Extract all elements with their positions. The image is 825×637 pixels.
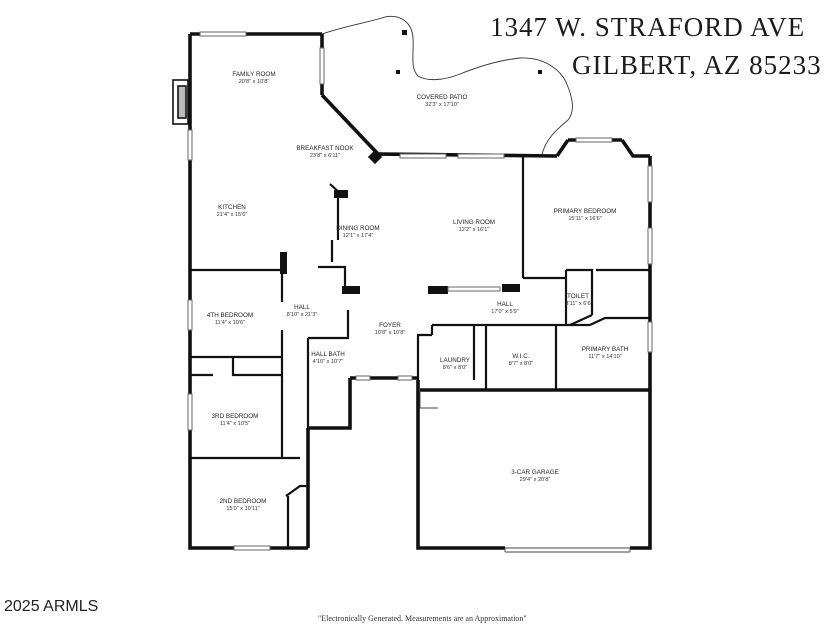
- address-line-2: GILBERT, AZ 85233: [572, 50, 822, 80]
- room-dimensions: 12'2" x 16'1": [459, 227, 490, 233]
- room-kitchen: KITCHEN 21'4" x 15'6": [217, 204, 248, 218]
- room-3rd-bedroom: 3RD BEDROOM 11'4" x 10'5": [212, 413, 259, 427]
- room-dimensions: 10'8" x 10'8": [375, 330, 406, 336]
- windows: [187, 31, 653, 551]
- disclaimer-text: "Electronically Generated. Measurements …: [318, 614, 527, 623]
- room-dimensions: 29'4" x 20'8": [520, 477, 551, 483]
- room-name: BREAKFAST NOOK: [296, 145, 354, 152]
- room-hall-west: HALL 8'10" x 21'3": [287, 304, 318, 318]
- room-foyer: FOYER 10'8" x 10'8": [375, 322, 406, 336]
- room-name: PRIMARY BEDROOM: [554, 208, 617, 215]
- room-name: 3-CAR GARAGE: [511, 469, 559, 476]
- room-name: HALL: [497, 301, 513, 308]
- room-dimensions: 8'6" x 8'0": [443, 365, 467, 371]
- room-name: DINING ROOM: [336, 225, 379, 232]
- room-name: FAMILY ROOM: [232, 71, 275, 78]
- room-dimensions: 8'7" x 8'0": [509, 361, 533, 367]
- room-name: LAUNDRY: [440, 357, 471, 364]
- room-hall-east: HALL 17'0" x 5'9": [491, 301, 519, 315]
- room-dimensions: 17'0" x 5'9": [491, 309, 519, 315]
- room-name: HALL: [294, 304, 310, 311]
- room-dimensions: 20'8" x 10'8": [239, 79, 270, 85]
- room-dimensions: 4'10" x 10'7": [313, 359, 344, 365]
- room-primary-bedroom: PRIMARY BEDROOM 15'11" x 16'6": [554, 208, 617, 222]
- room-name: COVERED PATIO: [417, 94, 468, 101]
- room-dimensions: 11'4" x 10'6": [215, 320, 245, 326]
- room-family-room: FAMILY ROOM 20'8" x 10'8": [232, 71, 275, 85]
- room-living-room: LIVING ROOM 12'2" x 16'1": [453, 219, 495, 233]
- room-2nd-bedroom: 2ND BEDROOM 15'0" x 10'11": [220, 498, 267, 512]
- room-dining-room: DINING ROOM 12'1" x 17'4": [336, 225, 379, 239]
- room-toilet: TOILET 3'11" x 6'6": [565, 293, 592, 307]
- room-dimensions: 21'4" x 15'6": [217, 212, 248, 218]
- room-name: 3RD BEDROOM: [212, 413, 259, 420]
- room-labels: FAMILY ROOM 20'8" x 10'8" COVERED PATIO …: [207, 71, 629, 512]
- room-name: TOILET: [567, 293, 589, 300]
- room-dimensions: 23'8" x 6'11": [310, 153, 340, 159]
- room-covered-patio: COVERED PATIO 32'3" x 17'10": [417, 94, 468, 108]
- patio-outline: [321, 15, 573, 156]
- walls: [188, 32, 652, 550]
- garage-door: [419, 392, 631, 553]
- room-4th-bedroom: 4TH BEDROOM 11'4" x 10'6": [207, 312, 253, 326]
- room-dimensions: 8'10" x 21'3": [287, 312, 318, 318]
- room-name: 2ND BEDROOM: [220, 498, 267, 505]
- room-hall-bath: HALL BATH 4'10" x 10'7": [311, 351, 345, 365]
- room-name: HALL BATH: [311, 351, 345, 358]
- room-dimensions: 3'11" x 6'6": [565, 301, 592, 307]
- wall-blocks: [280, 149, 520, 294]
- room-dimensions: 15'0" x 10'11": [226, 506, 259, 512]
- room-name: KITCHEN: [218, 204, 246, 211]
- address-line-1: 1347 W. STRAFORD AVE: [490, 12, 806, 42]
- interior-walls: [190, 156, 650, 548]
- room-wic: W.I.C. 8'7" x 8'0": [509, 353, 533, 367]
- room-dimensions: 15'11" x 16'6": [568, 216, 601, 222]
- room-breakfast-nook: BREAKFAST NOOK 23'8" x 6'11": [296, 145, 354, 159]
- room-name: 4TH BEDROOM: [207, 312, 253, 319]
- room-name: PRIMARY BATH: [582, 346, 629, 353]
- room-laundry: LAUNDRY 8'6" x 8'0": [440, 357, 471, 371]
- room-dimensions: 11'4" x 10'5": [220, 421, 250, 427]
- room-name: W.I.C.: [512, 353, 529, 360]
- copyright-text: 2025 ARMLS: [4, 598, 99, 615]
- patio-posts: [396, 30, 542, 74]
- room-primary-bath: PRIMARY BATH 11'7" x 14'10": [582, 346, 629, 360]
- room-name: LIVING ROOM: [453, 219, 495, 226]
- room-3-car-garage: 3-CAR GARAGE 29'4" x 20'8": [511, 469, 559, 483]
- room-name: FOYER: [379, 322, 401, 329]
- room-dimensions: 11'7" x 14'10": [588, 354, 621, 360]
- room-dimensions: 12'1" x 17'4": [343, 233, 374, 239]
- fireplace: [172, 79, 189, 125]
- room-dimensions: 32'3" x 17'10": [425, 102, 459, 108]
